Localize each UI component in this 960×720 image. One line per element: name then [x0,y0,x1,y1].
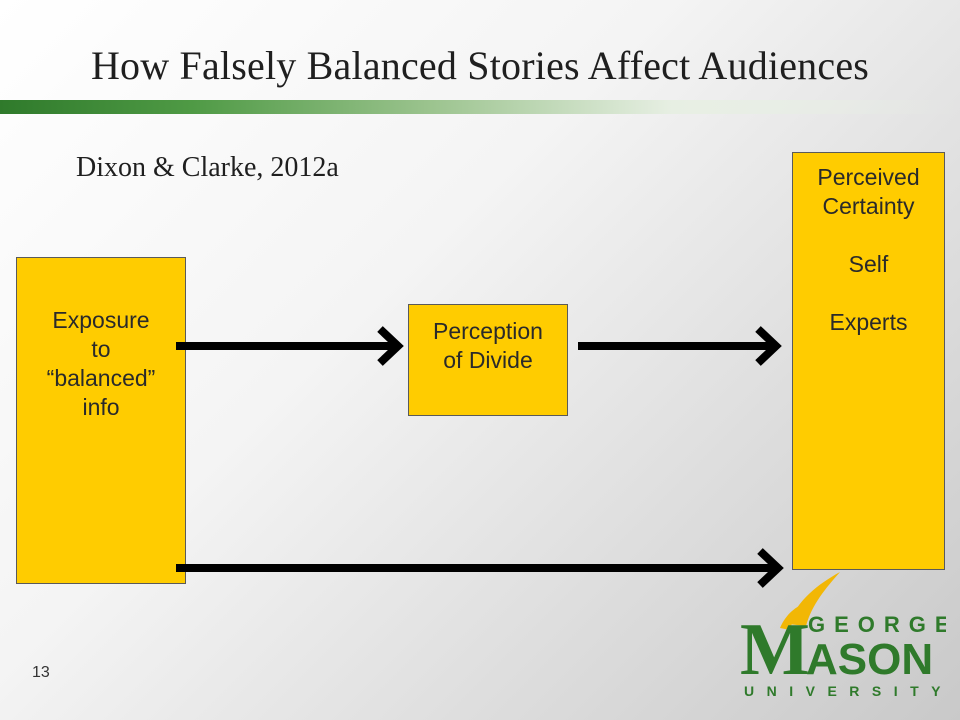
arrow-exposure-to-divide [176,326,404,366]
box-line: Certainty [822,193,915,219]
perceived-certainty-box: Perceived Certainty Self Experts [792,152,945,570]
perception-of-divide-box: Perception of Divide [408,304,568,416]
box-line: Experts [829,309,908,335]
box-line: Exposure [52,307,150,333]
box-spacer [793,221,944,250]
box-line: Perception [433,318,543,344]
box-spacer [793,279,944,308]
svg-text:GEORGE: GEORGE [808,612,946,637]
title-divider [0,100,960,114]
citation: Dixon & Clarke, 2012a [76,152,339,183]
slide-title: How Falsely Balanced Stories Affect Audi… [90,43,870,88]
arrow-exposure-to-certainty [176,548,784,588]
box-line: of Divide [443,347,533,373]
slide-number: 13 [32,664,50,681]
box-line: “balanced” [46,365,156,391]
george-mason-logo: M GEORGE ASON UNIVERSITY [740,572,946,699]
box-line: Perceived [817,164,920,190]
box-line: info [82,394,120,420]
svg-text:ASON: ASON [806,635,933,684]
arrow-divide-to-certainty [578,326,782,366]
svg-text:M: M [740,609,810,691]
box-line: Self [848,251,889,277]
exposure-box: Exposure to “balanced” info [16,257,186,584]
svg-text:UNIVERSITY: UNIVERSITY [744,683,946,699]
box-line: to [91,336,111,362]
